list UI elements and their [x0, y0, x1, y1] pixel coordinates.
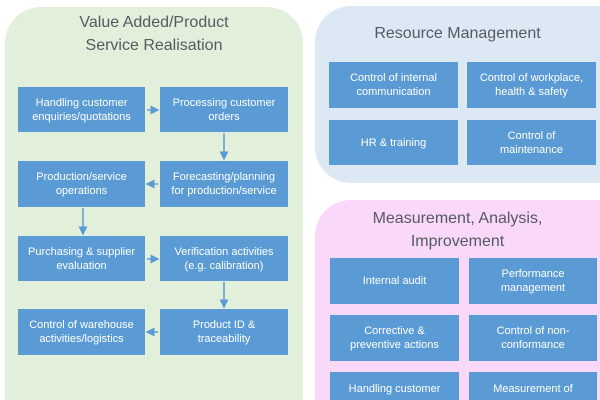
- box-performance-management[interactable]: Performance management: [469, 258, 597, 304]
- box-measurement-of[interactable]: Measurement of: [469, 372, 597, 400]
- measurement-title: Measurement, Analysis, Improvement: [315, 207, 600, 253]
- box-workplace-safety[interactable]: Control of workplace, health & safety: [467, 62, 596, 108]
- box-internal-communication[interactable]: Control of internal communication: [329, 62, 458, 108]
- realisation-title-line2: Service Realisation: [85, 37, 223, 54]
- box-verification[interactable]: Verification activities (e.g. calibratio…: [160, 236, 288, 281]
- box-hr-training[interactable]: HR & training: [329, 120, 458, 165]
- box-purchasing[interactable]: Purchasing & supplier evaluation: [18, 236, 145, 281]
- measurement-title-line2: Improvement: [410, 233, 505, 250]
- box-warehouse-control[interactable]: Control of warehouse activities/logistic…: [18, 309, 145, 355]
- box-maintenance[interactable]: Control of maintenance: [467, 120, 596, 165]
- box-corrective-actions[interactable]: Corrective & preventive actions: [330, 315, 459, 361]
- box-forecasting-planning[interactable]: Forecasting/planning for production/serv…: [160, 161, 288, 207]
- realisation-title: Value Added/Product Service Realisation: [5, 11, 303, 57]
- box-production-operations[interactable]: Production/service operations: [18, 161, 145, 207]
- box-handling-enquiries[interactable]: Handling customer enquiries/quotations: [18, 87, 145, 132]
- box-handling-customer[interactable]: Handling customer: [330, 372, 459, 400]
- resource-title: Resource Management: [374, 25, 541, 42]
- box-nonconformance[interactable]: Control of non- conformance: [469, 315, 597, 361]
- box-internal-audit[interactable]: Internal audit: [330, 258, 459, 304]
- measurement-title-line1: Measurement, Analysis,: [372, 210, 543, 227]
- box-product-id[interactable]: Product ID & traceability: [160, 309, 288, 355]
- realisation-title-line1: Value Added/Product: [79, 14, 229, 31]
- box-processing-orders[interactable]: Processing customer orders: [160, 87, 288, 132]
